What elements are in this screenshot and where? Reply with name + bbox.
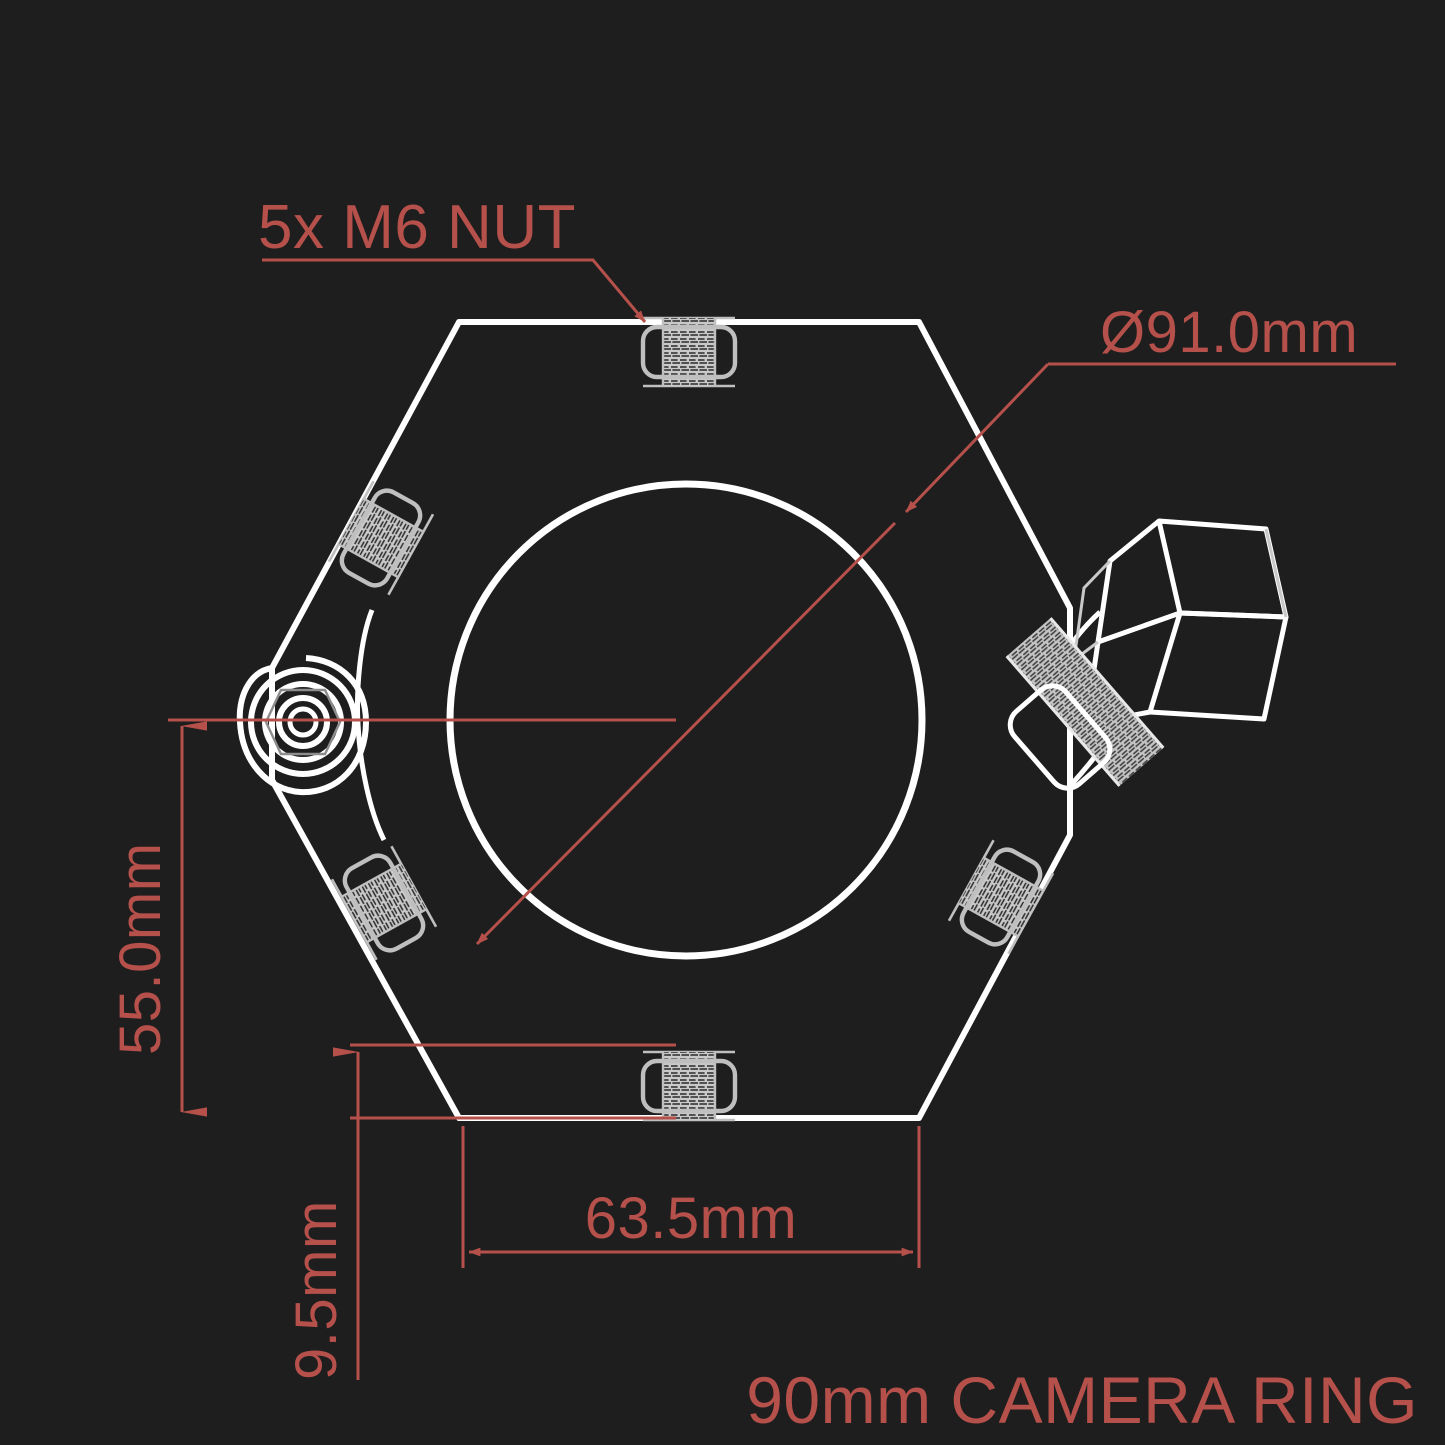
bore-diameter-leader — [475, 362, 1396, 946]
part-geometry — [236, 318, 1289, 1120]
bottom-offset-dimension-geometry — [333, 1043, 676, 1380]
bore-diameter-label: Ø91.0mm — [1100, 300, 1358, 365]
nut-thumbscrew — [1007, 683, 1113, 791]
bottom-flat-width-dimension-geometry — [461, 1126, 921, 1268]
nut-callout-leader — [262, 258, 647, 323]
clamp-split-line — [355, 609, 387, 842]
drawing-title: 90mm CAMERA RING — [746, 1363, 1418, 1437]
pivot-height-dimension-geometry — [168, 718, 676, 1120]
dimension-text-layer: 5x M6 NUT Ø91.0mm 55.0mm 9.5mm 63.5mm 90… — [108, 193, 1418, 1437]
nut-callout-label: 5x M6 NUT — [258, 193, 576, 262]
bottom-flat-width-label: 63.5mm — [585, 1186, 798, 1251]
pivot-height-label: 55.0mm — [108, 842, 173, 1055]
dimension-layer — [168, 258, 1396, 1380]
pivot-screw — [248, 667, 358, 777]
bottom-offset-label: 9.5mm — [284, 1200, 349, 1380]
thumbscrew-assembly — [1005, 518, 1289, 791]
